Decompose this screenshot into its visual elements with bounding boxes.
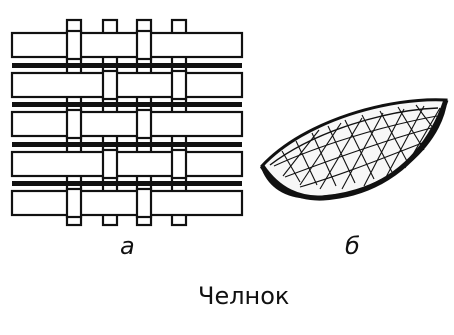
warp-over-8 xyxy=(172,150,186,178)
shuttle-label: б xyxy=(345,234,360,258)
weft-dark-line-2 xyxy=(12,102,242,107)
weft-band-2 xyxy=(12,73,242,97)
weft-dark-line-4 xyxy=(12,181,242,186)
warp-over-2 xyxy=(137,31,151,59)
warp-over-10 xyxy=(137,189,151,217)
warp-over-1 xyxy=(67,31,81,59)
woven-fabric-illustration xyxy=(12,20,242,225)
warp-over-5 xyxy=(67,110,81,138)
warp-over-4 xyxy=(172,71,186,99)
figure-caption: Челнок xyxy=(198,284,289,308)
weft-band-3 xyxy=(12,112,242,136)
weft-dark-line-1 xyxy=(12,63,242,68)
fabric-label: а xyxy=(120,234,135,258)
warp-over-3 xyxy=(103,71,117,99)
warp-over-9 xyxy=(67,189,81,217)
weft-dark-line-3 xyxy=(12,142,242,147)
warp-over-7 xyxy=(103,150,117,178)
weft-band-1 xyxy=(12,33,242,57)
weft-band-4 xyxy=(12,152,242,176)
weft-band-5 xyxy=(12,191,242,215)
warp-over-6 xyxy=(137,110,151,138)
shuttle-illustration xyxy=(262,100,446,198)
